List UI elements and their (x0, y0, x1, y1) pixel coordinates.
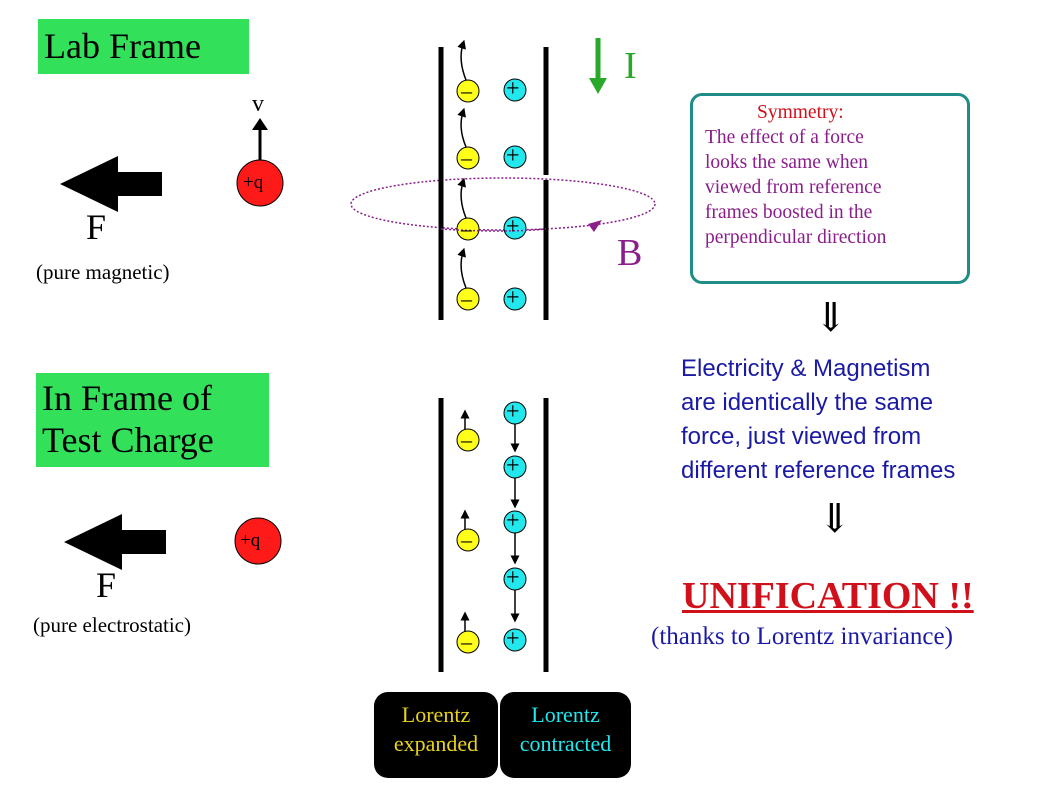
test-ion-3 (503, 510, 527, 565)
test-electron-1 (456, 409, 480, 452)
test-charge-label: +q (240, 530, 261, 551)
test-force-note: (pure electrostatic) (33, 613, 191, 637)
test-electron-symbol-3: – (461, 629, 472, 654)
symmetry-box: Symmetry: The effect of a force looks th… (690, 93, 970, 284)
lab-force-label: F (86, 207, 107, 247)
lorentz-expanded-line1: Lorentz (401, 702, 471, 727)
lab-electron-3 (456, 177, 480, 241)
lab-ion-symbol-1: + (506, 76, 520, 102)
conclusion-line-1: Electricity & Magnetism (681, 355, 931, 382)
test-ion-symbol-3: + (506, 508, 520, 534)
lab-electron-1 (456, 39, 480, 103)
lab-ion-symbol-3: + (506, 214, 520, 240)
test-electron-3 (456, 611, 480, 654)
test-ion-5 (503, 628, 527, 652)
test-ion-1 (503, 401, 527, 453)
test-frame-title-line2: Test Charge (42, 420, 214, 460)
lab-electron-symbol-4: – (461, 286, 472, 311)
lorentz-contracted-line2: contracted (519, 731, 612, 756)
conclusion-line-4: different reference frames (681, 457, 956, 484)
lab-wire (438, 39, 549, 320)
lab-electron-symbol-3: – (461, 216, 472, 241)
lab-ion-symbol-4: + (506, 285, 520, 311)
velocity-label: v (252, 91, 264, 117)
symmetry-line-3: viewed from reference (705, 177, 882, 198)
lorentz-expanded-line2: expanded (393, 731, 479, 756)
current-label: I (624, 45, 637, 87)
lorentz-expanded-box: Lorentz expanded (374, 692, 498, 778)
field-direction-arrow (588, 220, 602, 232)
test-frame-title-line1: In Frame of (42, 378, 212, 418)
test-ion-symbol-1: + (506, 399, 520, 425)
lorentz-contracted-line1: Lorentz (531, 702, 600, 727)
unification-heading: UNIFICATION !! (682, 575, 974, 617)
velocity-arrow-head (252, 118, 268, 130)
lab-test-charge (236, 118, 284, 207)
lorentz-contracted-box: Lorentz contracted (500, 692, 631, 778)
lab-charge-label: +q (243, 172, 264, 193)
test-frame-charge (234, 517, 282, 565)
lab-electron-2 (456, 107, 480, 170)
lab-ion-3 (503, 216, 527, 240)
test-ion-symbol-5: + (506, 626, 520, 652)
test-wire (438, 398, 549, 672)
test-force-arrow (64, 514, 166, 570)
test-ion-symbol-4: + (506, 565, 520, 591)
lab-ion-symbol-2: + (506, 143, 520, 169)
test-electron-symbol-2: – (461, 527, 472, 552)
symmetry-line-2: looks the same when (705, 152, 869, 173)
symmetry-line-1: The effect of a force (705, 127, 864, 148)
test-electron-2 (456, 509, 480, 552)
symmetry-line-5: perpendicular direction (705, 227, 887, 248)
lab-force-arrow (60, 156, 162, 212)
lab-ion-4 (503, 287, 527, 311)
lab-ion-2 (503, 145, 527, 169)
implies-arrow-2: ⇓ (818, 496, 852, 541)
implies-arrow-1: ⇓ (814, 295, 848, 340)
test-ion-4 (503, 567, 527, 623)
lab-force-note: (pure magnetic) (36, 260, 170, 284)
field-label: B (617, 232, 643, 274)
test-ion-symbol-2: + (506, 453, 520, 479)
lab-electron-symbol-1: – (461, 78, 472, 103)
conclusion-line-2: are identically the same (681, 389, 934, 416)
magnetic-field-loop (350, 177, 656, 232)
lab-electron-symbol-2: – (461, 145, 472, 170)
unification-thanks: (thanks to Lorentz invariance) (651, 623, 953, 650)
lab-frame-title: Lab Frame (38, 19, 249, 74)
lab-frame-title-text: Lab Frame (44, 26, 201, 66)
symmetry-title: Symmetry: (757, 102, 844, 123)
test-ion-2 (503, 455, 527, 509)
test-frame-title: In Frame of Test Charge (36, 373, 269, 467)
symmetry-line-4: frames boosted in the (705, 202, 873, 223)
test-force-label: F (96, 565, 117, 605)
current-arrow (589, 38, 607, 94)
lab-electron-4 (456, 247, 480, 311)
test-electron-symbol-1: – (461, 427, 472, 452)
magnetic-field-loop-front (440, 228, 547, 232)
lab-ion-1 (503, 78, 527, 102)
conclusion-line-3: force, just viewed from (681, 423, 922, 450)
